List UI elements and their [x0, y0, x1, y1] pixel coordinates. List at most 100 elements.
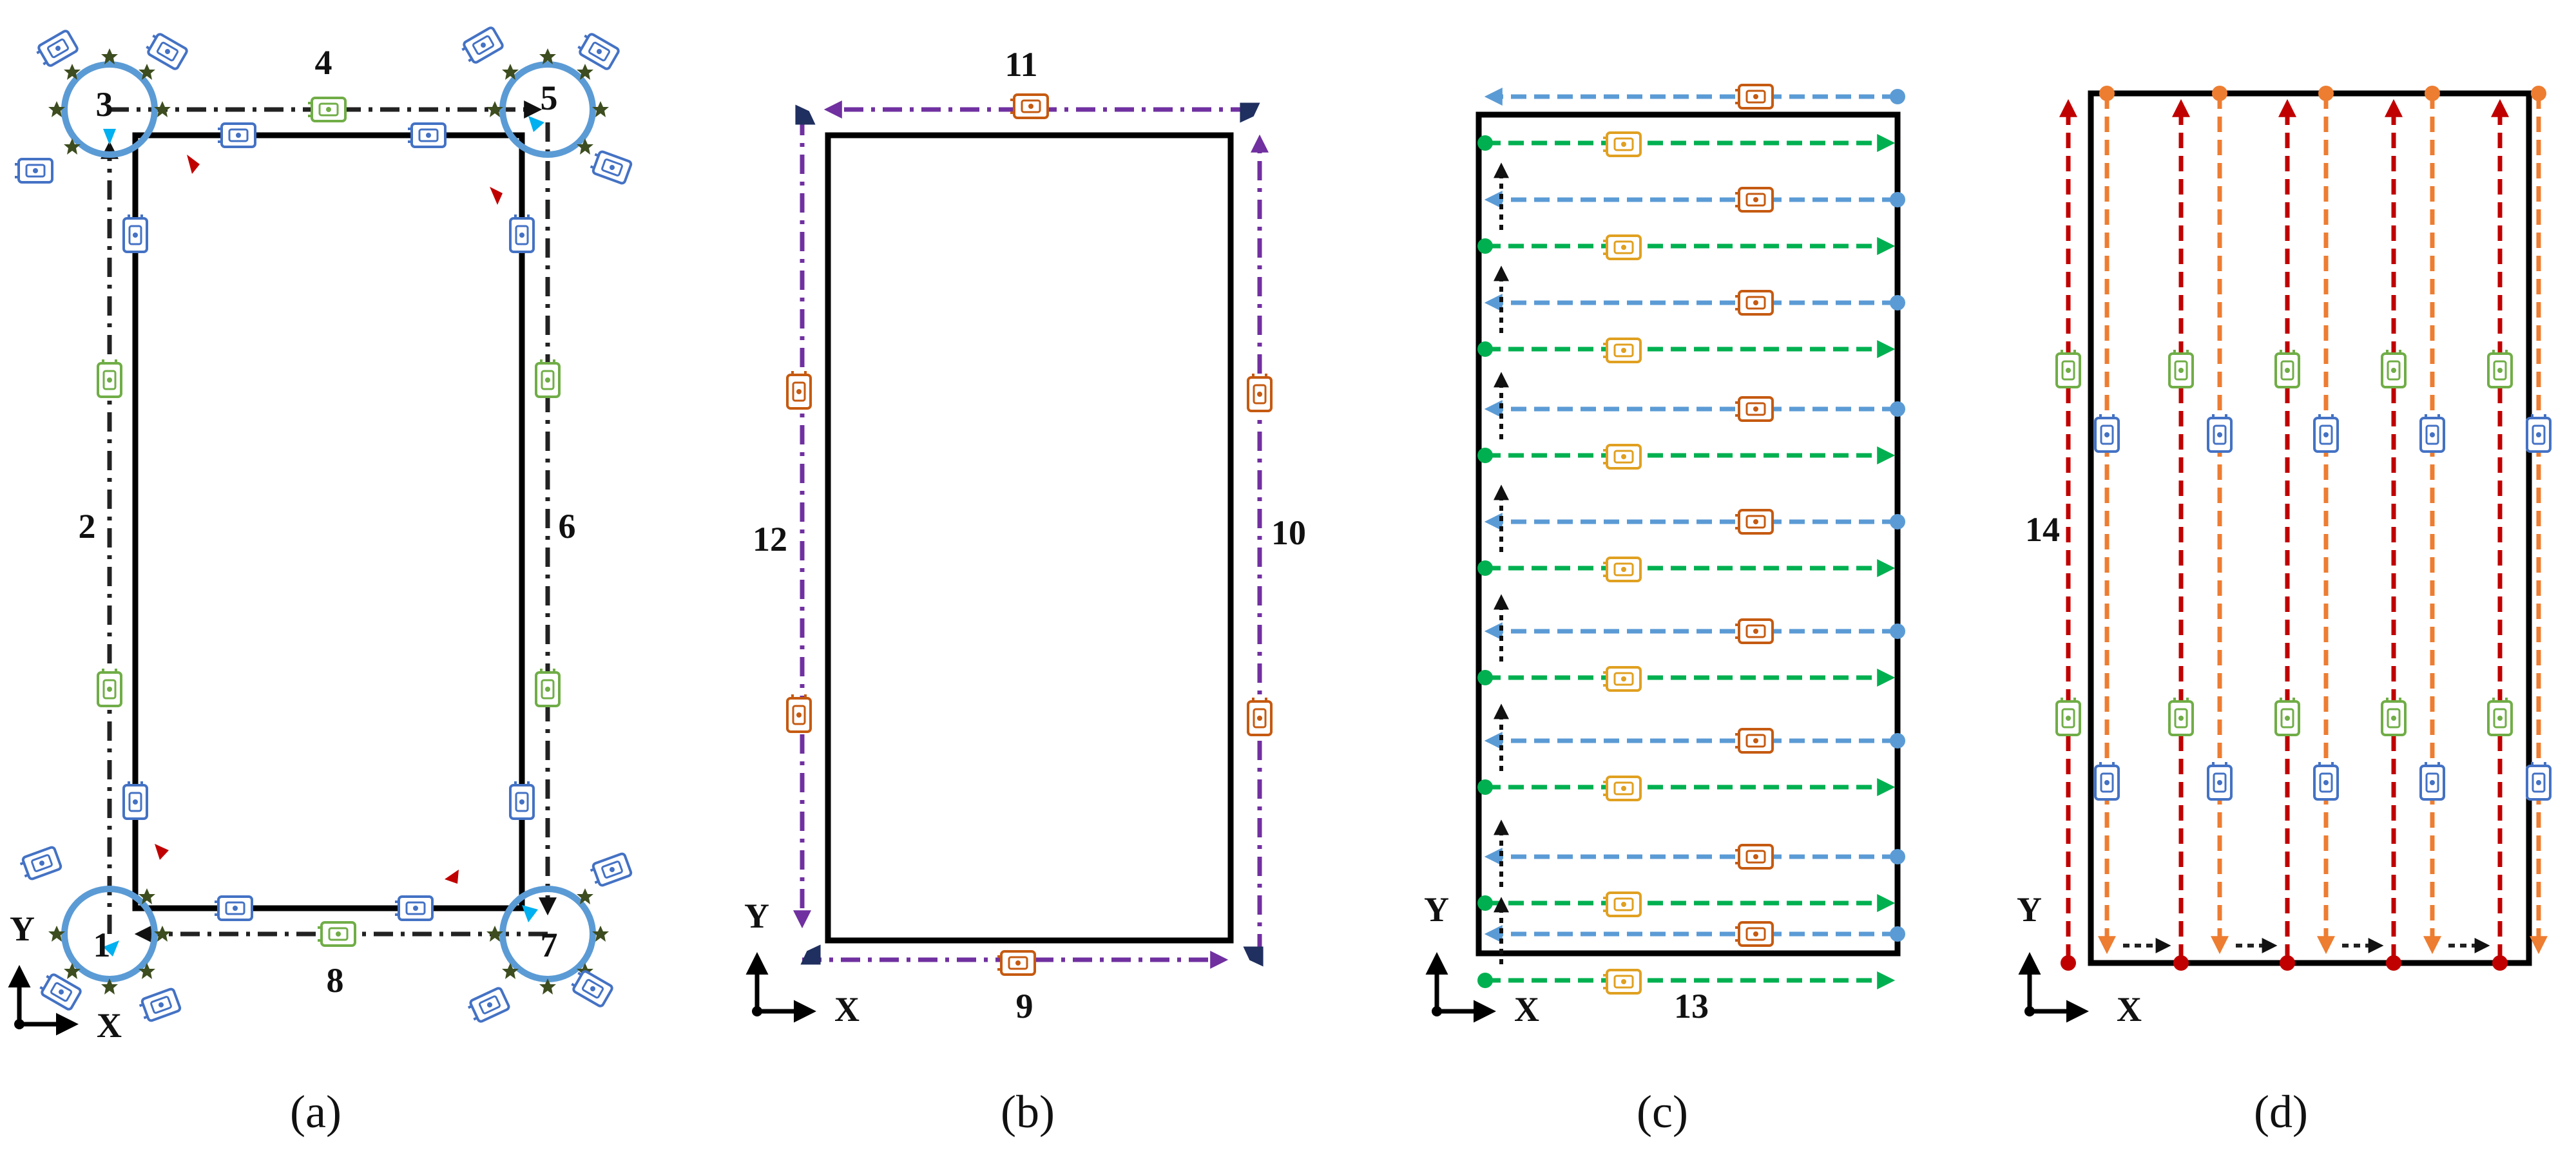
axis-label-y: Y	[10, 910, 35, 948]
robot-icon	[2274, 348, 2300, 388]
robot-icon	[1602, 776, 1642, 801]
field-outline	[132, 132, 525, 911]
robot-icon	[996, 950, 1036, 976]
waypoint-marker	[2280, 955, 2295, 971]
robot-icon	[2419, 761, 2445, 801]
waypoint-marker	[2425, 86, 2440, 101]
field-outline	[825, 132, 1234, 944]
path-label: 5	[541, 79, 558, 117]
waypoint-marker	[2212, 86, 2227, 101]
robot-icon	[1734, 844, 1774, 870]
field-outline	[2088, 90, 2532, 966]
robot-icon	[122, 780, 148, 820]
robot-icon	[216, 122, 256, 148]
robot-icon	[1734, 618, 1774, 644]
robot-icon	[2055, 348, 2081, 388]
axis-origin-icon	[1425, 952, 1496, 1023]
robot-icon	[394, 895, 434, 921]
corner-turn-1	[17, 844, 182, 1024]
axis-label-x: X	[2117, 990, 2142, 1029]
axis-label-x: X	[1514, 990, 1539, 1029]
path-label: 4	[315, 43, 332, 82]
corner-turn-5	[458, 25, 633, 205]
corner-turn-7	[445, 852, 633, 1025]
waypoint-marker	[1890, 733, 1905, 748]
robot-icon	[1734, 290, 1774, 316]
robot-icon	[1602, 969, 1642, 995]
panel-a: 1 2 3 4 5 6 7 8 Y X (a)	[8, 25, 633, 1138]
waypoint-marker	[1477, 448, 1493, 463]
robot-icon	[1247, 372, 1273, 412]
waypoint-marker	[1477, 238, 1493, 254]
robot-icon	[97, 667, 122, 707]
axis-origin-icon	[2018, 952, 2089, 1023]
robot-icon	[509, 780, 535, 820]
robot-icon	[2487, 696, 2513, 736]
path-label: 3	[96, 85, 113, 124]
path-label: 2	[79, 507, 96, 546]
waypoint-marker	[2318, 86, 2334, 101]
robot-icon	[1734, 187, 1774, 213]
robot-icon	[97, 358, 122, 398]
waypoint-marker	[1890, 849, 1905, 864]
robot-icon	[1602, 444, 1642, 470]
waypoint-marker	[2531, 86, 2546, 101]
robot-icon	[1009, 93, 1049, 119]
robot-icon	[2168, 696, 2194, 736]
axis-label-x: X	[834, 990, 860, 1029]
waypoint-marker	[1890, 624, 1905, 639]
path-label: 13	[1674, 987, 1709, 1025]
path-label: 8	[327, 961, 344, 1000]
robot-icon	[122, 213, 148, 253]
robot-icon	[2419, 413, 2445, 453]
path-label: 10	[1271, 513, 1306, 552]
waypoint-marker	[1477, 341, 1493, 357]
robot-icon	[2487, 348, 2513, 388]
robot-icon	[2168, 348, 2194, 388]
robot-icon	[1602, 131, 1642, 157]
robot-icon	[509, 213, 535, 253]
robot-icon	[1247, 696, 1273, 736]
path-label: 14	[2025, 510, 2060, 549]
robot-icon	[1734, 921, 1774, 947]
waypoint-marker	[1477, 670, 1493, 685]
axis-origin-icon	[8, 965, 79, 1036]
robot-icon	[1602, 891, 1642, 917]
panel-c: 13 Y X (c)	[1424, 84, 1905, 1138]
waypoint-marker	[1890, 401, 1905, 417]
axis-label-y: Y	[2017, 890, 2042, 929]
waypoint-marker	[1890, 192, 1905, 207]
waypoint-marker	[1477, 779, 1493, 795]
panel-caption: (a)	[290, 1086, 341, 1138]
path-label: 12	[753, 520, 787, 558]
waypoint-marker	[1890, 514, 1905, 529]
robot-icon	[2526, 413, 2552, 453]
robot-icon	[1734, 396, 1774, 422]
robot-icon	[2055, 696, 2081, 736]
panel-caption: (b)	[1001, 1086, 1055, 1138]
waypoint-marker	[2386, 955, 2401, 971]
robot-icon	[1602, 666, 1642, 692]
robot-icon	[2381, 348, 2407, 388]
panel-d: 14 Y X (d)	[2017, 86, 2552, 1138]
robot-icon	[2207, 413, 2233, 453]
axis-label-y: Y	[1424, 890, 1449, 929]
waypoint-marker	[1890, 926, 1905, 942]
axis-label-y: Y	[744, 897, 769, 935]
axis-origin-icon	[745, 952, 816, 1023]
robot-icon	[786, 370, 812, 410]
robot-icon	[786, 693, 812, 733]
path-label: 9	[1016, 987, 1033, 1025]
robot-icon	[2381, 696, 2407, 736]
robot-icon	[407, 122, 447, 148]
waypoint-marker	[1890, 295, 1905, 310]
waypoint-marker	[2099, 86, 2115, 101]
waypoint-marker	[1890, 89, 1905, 104]
robot-icon	[535, 358, 561, 398]
path-label: 6	[559, 507, 576, 546]
axis-label-x: X	[97, 1006, 122, 1045]
path-label: 11	[1004, 45, 1037, 84]
robot-icon	[2313, 413, 2339, 453]
robot-icon	[1602, 557, 1642, 582]
